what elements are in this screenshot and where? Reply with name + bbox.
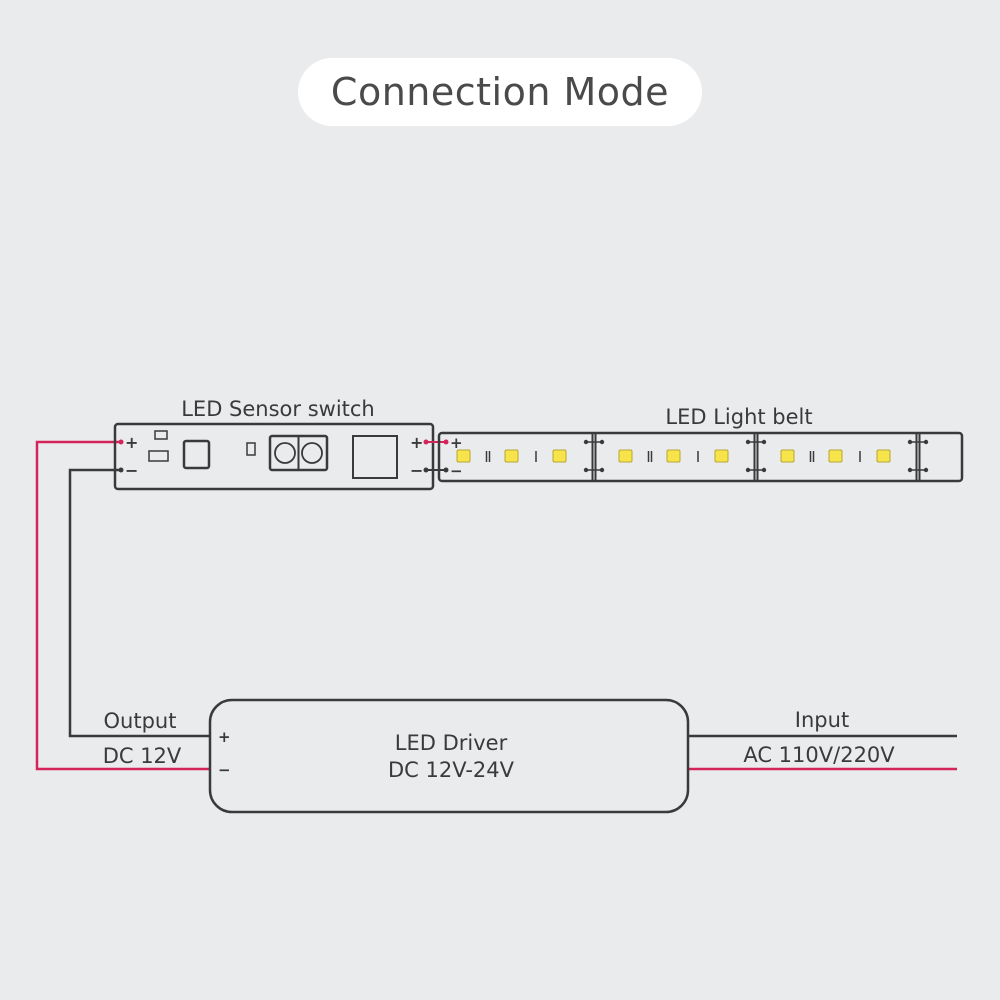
sensor-input-plus: + <box>125 433 138 452</box>
solder-pad <box>745 439 751 445</box>
solder-pad <box>923 439 929 445</box>
led-chip <box>456 449 471 463</box>
driver-minus: − <box>218 761 231 779</box>
sensor-small-component-1 <box>154 430 168 440</box>
led-chip <box>504 449 519 463</box>
link-dot-plus-1 <box>423 439 429 445</box>
light-belt-body <box>437 431 964 483</box>
belt-plus: + <box>450 434 463 452</box>
solder-pad <box>923 467 929 473</box>
title-pill: Connection Mode <box>298 58 702 126</box>
led-chip <box>828 449 843 463</box>
sensor-small-component-2 <box>148 450 169 462</box>
led-chip <box>552 449 567 463</box>
led-chip <box>876 449 891 463</box>
solder-pad <box>761 439 767 445</box>
sensor-large-component <box>352 435 398 479</box>
belt-minus: − <box>450 462 463 480</box>
negative-wire-output <box>68 468 210 738</box>
sensor-switch-body <box>113 422 435 491</box>
positive-wire-output <box>35 440 210 771</box>
solder-pad <box>745 467 751 473</box>
light-belt-label: LED Light belt <box>665 405 812 429</box>
page-title: Connection Mode <box>330 70 670 114</box>
link-dot-minus-2 <box>443 467 449 473</box>
sensor-chip <box>182 439 211 470</box>
solder-pad <box>761 467 767 473</box>
sensor-led-indicator <box>246 442 256 456</box>
solder-pad <box>583 439 589 445</box>
driver-title: LED Driver <box>395 731 508 755</box>
led-chip <box>714 449 729 463</box>
link-dot-minus-1 <box>423 467 429 473</box>
output-value: DC 12V <box>103 744 182 768</box>
sensor-input-minus: − <box>125 461 138 480</box>
driver-subtitle: DC 12V-24V <box>388 758 515 782</box>
led-chip <box>618 449 633 463</box>
belt-segments <box>456 433 929 481</box>
input-label: Input <box>795 708 849 732</box>
wire-dot-plus-in <box>118 439 124 445</box>
led-chip <box>780 449 795 463</box>
wire-dot-minus-in <box>118 467 124 473</box>
sensor-output-minus: − <box>410 461 423 480</box>
sensor-switch-label: LED Sensor switch <box>181 397 375 421</box>
solder-pad <box>907 439 913 445</box>
output-label: Output <box>104 709 177 733</box>
sensor-output-plus: + <box>410 433 423 452</box>
solder-pad <box>599 467 605 473</box>
driver-plus: + <box>218 728 231 746</box>
input-value: AC 110V/220V <box>743 743 895 767</box>
sensor-ir-lens-1 <box>274 442 296 464</box>
solder-pad <box>907 467 913 473</box>
sensor-ir-lens-2 <box>301 442 323 464</box>
solder-pad <box>599 439 605 445</box>
led-chip <box>666 449 681 463</box>
link-dot-plus-2 <box>443 439 449 445</box>
solder-pad <box>583 467 589 473</box>
driver-body <box>208 698 690 814</box>
